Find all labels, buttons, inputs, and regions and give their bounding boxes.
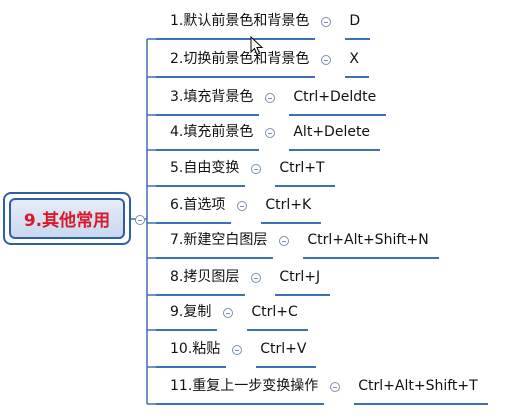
shortcut-underline bbox=[261, 222, 322, 224]
collapse-minus-icon[interactable] bbox=[232, 345, 243, 355]
shortcut-underline bbox=[345, 76, 369, 78]
shortcut-label: X bbox=[349, 51, 359, 67]
branch-underline bbox=[156, 149, 260, 151]
collapse-minus-icon[interactable] bbox=[265, 93, 276, 103]
branch-label: 4.填充前景色 bbox=[170, 124, 254, 140]
branch-underline bbox=[156, 185, 246, 187]
shortcut-label: Ctrl+Alt+Shift+N bbox=[307, 232, 429, 248]
shortcut-underline bbox=[247, 329, 308, 331]
branch-label: 2.切换前景色和背景色 bbox=[170, 51, 310, 67]
shortcut-label: D bbox=[349, 13, 361, 29]
branch-label: 11.重复上一步变换操作 bbox=[170, 378, 319, 394]
collapse-minus-icon[interactable] bbox=[330, 382, 341, 392]
collapse-minus-icon[interactable] bbox=[223, 308, 234, 318]
collapse-minus-icon[interactable] bbox=[251, 273, 262, 283]
branch-label: 1.默认前景色和背景色 bbox=[170, 13, 310, 29]
branch-label: 7.新建空白图层 bbox=[170, 232, 268, 248]
root-collapse-icon[interactable] bbox=[135, 215, 145, 225]
collapse-minus-icon[interactable] bbox=[237, 201, 248, 211]
shortcut-underline bbox=[275, 294, 331, 296]
root-node[interactable]: 9.其他常用 bbox=[3, 192, 131, 245]
collapse-minus-icon[interactable] bbox=[251, 164, 262, 174]
shortcut-underline bbox=[289, 114, 387, 116]
shortcut-label: Ctrl+Alt+Shift+T bbox=[358, 378, 478, 394]
root-node-inner: 9.其他常用 bbox=[9, 198, 125, 239]
branch-underline bbox=[156, 257, 274, 259]
branch-label: 9.复制 bbox=[170, 304, 212, 320]
shortcut-label: Ctrl+J bbox=[279, 269, 321, 285]
shortcut-label: Ctrl+Deldte bbox=[293, 89, 377, 105]
mouse-cursor-icon bbox=[250, 36, 264, 56]
branch-underline bbox=[156, 329, 218, 331]
shortcut-label: Ctrl+K bbox=[265, 197, 312, 213]
branch-label: 10.粘贴 bbox=[170, 341, 221, 357]
branch-underline bbox=[156, 222, 232, 224]
collapse-minus-icon[interactable] bbox=[321, 55, 332, 65]
branch-label: 5.自由变换 bbox=[170, 160, 240, 176]
shortcut-underline bbox=[256, 366, 317, 368]
branch-underline bbox=[156, 403, 325, 405]
shortcut-underline bbox=[275, 185, 335, 187]
branch-label: 6.首选项 bbox=[170, 197, 226, 213]
branch-underline bbox=[156, 114, 260, 116]
branch-underline bbox=[156, 366, 227, 368]
collapse-minus-icon[interactable] bbox=[279, 236, 290, 246]
branch-underline bbox=[156, 38, 316, 40]
collapse-minus-icon[interactable] bbox=[321, 17, 332, 27]
shortcut-underline bbox=[354, 403, 488, 405]
shortcut-underline bbox=[345, 38, 371, 40]
shortcut-label: Ctrl+V bbox=[260, 341, 307, 357]
branch-underline bbox=[156, 76, 316, 78]
shortcut-label: Alt+Delete bbox=[293, 124, 371, 140]
shortcut-label: Ctrl+C bbox=[251, 304, 298, 320]
branch-underline bbox=[156, 294, 246, 296]
shortcut-label: Ctrl+T bbox=[279, 160, 325, 176]
branch-label: 8.拷贝图层 bbox=[170, 269, 240, 285]
shortcut-underline bbox=[289, 149, 381, 151]
root-node-label: 9.其他常用 bbox=[23, 211, 111, 231]
shortcut-underline bbox=[303, 257, 439, 259]
collapse-minus-icon[interactable] bbox=[265, 128, 276, 138]
branch-label: 3.填充背景色 bbox=[170, 89, 254, 105]
